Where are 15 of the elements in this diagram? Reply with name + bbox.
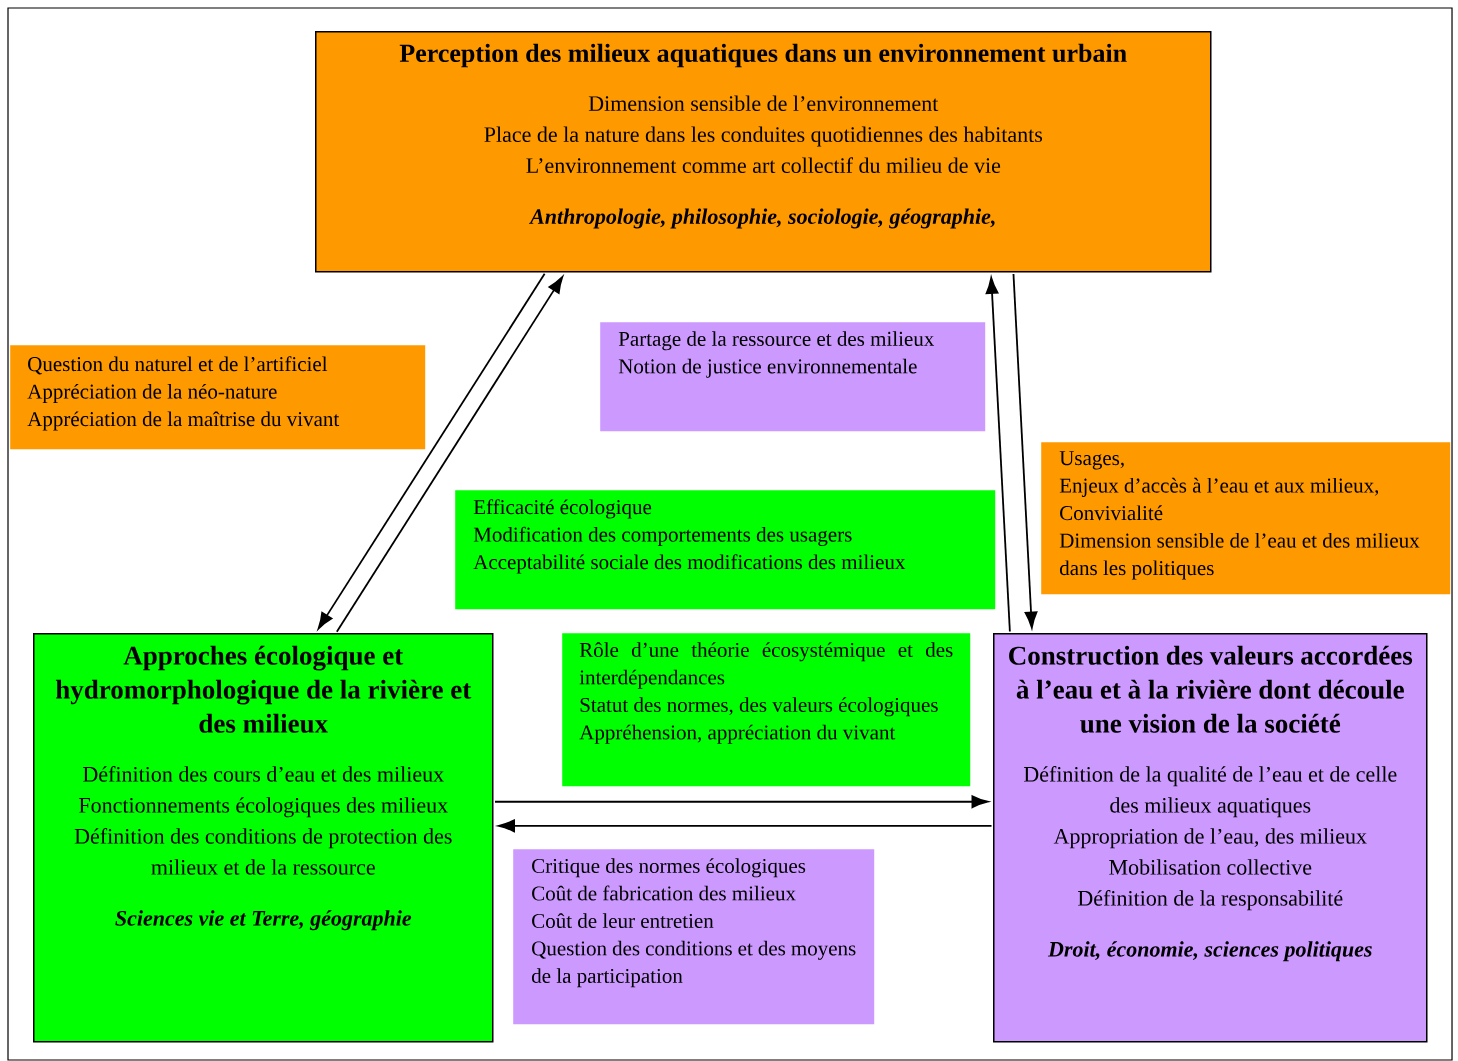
- note-box: Efficacité écologique Modification des comportements des usagers Acceptabilité sociale des modifications des milieux: [455, 490, 996, 610]
- note-box: Critique des normes écologiques Coût de fabrication des milieux Coût de leur entretien Question des conditions et des moyens de la participation: [513, 849, 875, 1025]
- note-box: Rôle d’une théorie écosystémique et des interdépendances Statut des normes, des valeurs écologiques Appréhension, appréciation du vivant: [562, 633, 971, 787]
- note-box: Question du naturel et de l’artificiel Appréciation de la néo-nature Appréciation de la maîtrise du vivant: [10, 345, 426, 450]
- topic-box: Approches écologique et hydromorphologique de la rivière et des milieux Définition des cours d’eau et des milieux Fonctionnements écologiques des milieux Définition des conditions de protection des milieux et de la ressource Sciences vie et Terre, géographie: [33, 633, 494, 1043]
- arrow: [335, 276, 564, 633]
- arrow: [494, 795, 989, 809]
- arrow: [317, 272, 546, 630]
- note-box: Usages, Enjeux d’accès à l’eau et aux milieux, Convivialité Dimension sensible de l’eau et des milieux dans les politiques: [1041, 442, 1451, 595]
- arrow: [498, 819, 993, 833]
- topic-box: Perception des milieux aquatiques dans un environnement urbain Dimension sensible de l’environnement Place de la nature dans les conduites quotidiennes des habitants L’environnement comme art collectif du milieu de vie Anthropologie, philosophie, sociologie, géographie,: [315, 31, 1212, 273]
- note-box: Partage de la ressource et des milieux Notion de justice environnementale: [600, 322, 986, 432]
- arrow: [1012, 273, 1038, 629]
- topic-box: Construction des valeurs accordées à l’eau et à la rivière dont découle une vision de la société Définition de la qualité de l’eau et de celle des milieux aquatiques Appropriation de l’eau, des milieux Mobilisation collective Définition de la responsabilité Droit, économie, sciences politiques: [993, 633, 1428, 1043]
- arrow: [985, 277, 1011, 633]
